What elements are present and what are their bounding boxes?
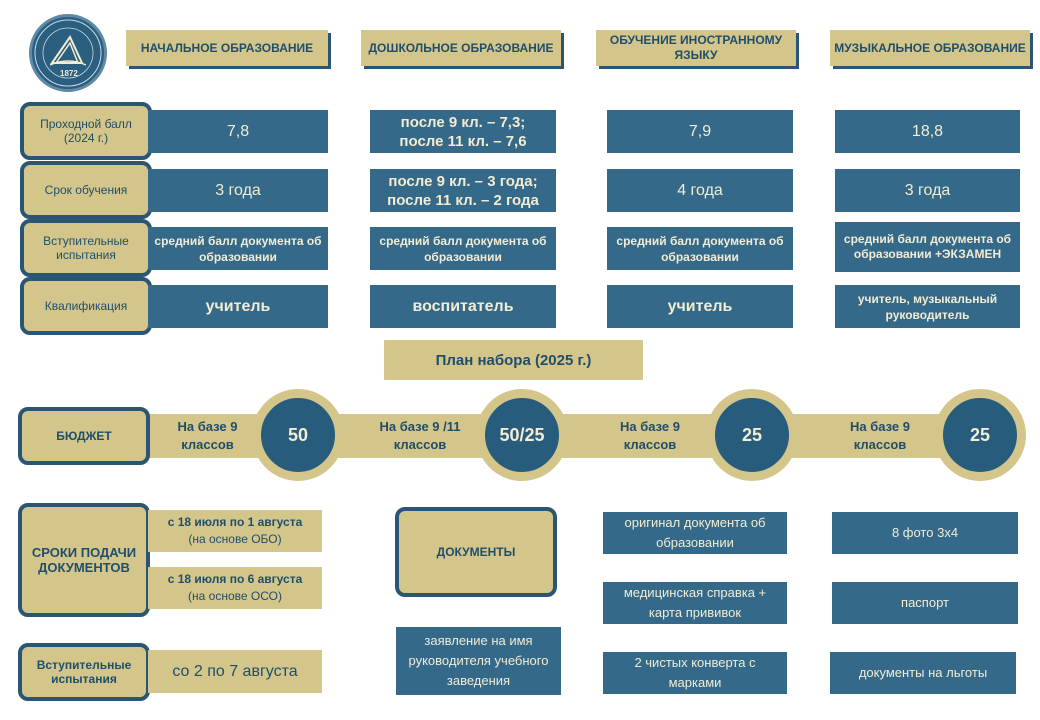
- budget-value-primary: 50: [252, 389, 344, 481]
- cell-music-passing-score: 18,8: [835, 110, 1020, 153]
- cell-primary-qualification: учитель: [148, 285, 328, 328]
- budget-value-preschool: 50/25: [476, 389, 568, 481]
- budget-basis-language: На базе 9 классов: [600, 414, 700, 458]
- row-label-entrance-exams: Вступительные испытания: [20, 219, 152, 277]
- cell-text: 4 года: [677, 181, 723, 199]
- budget-value-text: 25: [741, 424, 763, 445]
- cell-preschool-duration: после 9 кл. – 3 года; после 11 кл. – 2 г…: [370, 169, 556, 212]
- document-text: паспорт: [901, 595, 949, 610]
- row-label-text: Вступительные испытания: [43, 234, 129, 262]
- cell-text: средний балл документа об образовании: [379, 233, 547, 264]
- row-label-text: Срок обучения: [44, 183, 128, 197]
- budget-label-text: БЮДЖЕТ: [56, 429, 112, 443]
- cell-text: воспитатель: [412, 297, 514, 315]
- documents-label: ДОКУМЕНТЫ: [395, 507, 557, 597]
- cell-text: учитель: [205, 297, 271, 315]
- documents-label-text: ДОКУМЕНТЫ: [436, 545, 516, 559]
- cell-text: учитель: [667, 297, 733, 315]
- cell-primary-exams: средний балл документа об образовании: [148, 227, 328, 270]
- logo-emblem-icon: [34, 19, 102, 87]
- budget-value-music: 25: [934, 389, 1026, 481]
- budget-value-text: 50/25: [499, 424, 545, 445]
- cell-text: 18,8: [911, 122, 944, 140]
- header-music-education: МУЗЫКАЛЬНОЕ ОБРАЗОВАНИЕ: [830, 30, 1030, 66]
- deadline-note: (на основе ОБО): [188, 532, 282, 546]
- document-medical: медицинская справка + карта прививок: [603, 582, 787, 624]
- cell-music-qualification: учитель, музыкальный руководитель: [835, 285, 1020, 328]
- deadline-dates: с 18 июля по 6 августа: [167, 572, 303, 586]
- college-logo: 1872: [29, 14, 107, 92]
- logo-year: 1872: [60, 69, 78, 78]
- header-label: ДОШКОЛЬНОЕ ОБРАЗОВАНИЕ: [368, 40, 554, 55]
- basis-text: На базе 9 /11 классов: [379, 419, 461, 452]
- basis-text: На базе 9 классов: [619, 419, 680, 452]
- cell-text: 7,9: [688, 122, 712, 140]
- cell-text: средний балл документа об образовании +Э…: [843, 232, 1012, 261]
- cell-language-passing-score: 7,9: [607, 110, 793, 153]
- document-text: медицинская справка + карта прививок: [623, 585, 767, 620]
- document-education-original: оригинал документа об образовании: [603, 512, 787, 554]
- budget-value-language: 25: [706, 389, 798, 481]
- deadline-period-obo: с 18 июля по 1 августа (на основе ОБО): [148, 510, 322, 552]
- exams-label-text: Вступительные испытания: [36, 658, 132, 686]
- document-photos: 8 фото 3х4: [832, 512, 1018, 554]
- cell-preschool-qualification: воспитатель: [370, 285, 556, 328]
- cell-preschool-exams: средний балл документа об образовании: [370, 227, 556, 270]
- row-label-text: Квалификация: [44, 299, 128, 313]
- deadlines-label-text: СРОКИ ПОДАЧИ ДОКУМЕНТОВ: [31, 545, 137, 575]
- cell-text: средний балл документа об образовании: [154, 233, 322, 264]
- cell-text: средний балл документа об образовании: [616, 233, 784, 264]
- header-primary-education: НАЧАЛЬНОЕ ОБРАЗОВАНИЕ: [126, 30, 328, 66]
- header-label: НАЧАЛЬНОЕ ОБРАЗОВАНИЕ: [140, 40, 314, 55]
- cell-language-exams: средний балл документа об образовании: [607, 227, 793, 270]
- cell-primary-duration: 3 года: [148, 169, 328, 212]
- exams-label: Вступительные испытания: [18, 643, 150, 701]
- cell-language-duration: 4 года: [607, 169, 793, 212]
- exams-dates-text: со 2 по 7 августа: [172, 662, 298, 680]
- basis-text: На базе 9 классов: [177, 419, 238, 452]
- row-label-text: Проходной балл (2024 г.): [40, 117, 132, 145]
- cell-text: 7,8: [226, 122, 250, 140]
- header-label: МУЗЫКАЛЬНОЕ ОБРАЗОВАНИЕ: [834, 40, 1026, 55]
- exams-dates: со 2 по 7 августа: [148, 650, 322, 693]
- row-label-qualification: Квалификация: [20, 277, 152, 335]
- header-label: ОБУЧЕНИЕ ИНОСТРАННОМУ ЯЗЫКУ: [609, 33, 783, 62]
- cell-text: после 9 кл. – 3 года; после 11 кл. – 2 г…: [387, 172, 539, 209]
- row-label-passing-score: Проходной балл (2024 г.): [20, 102, 152, 160]
- document-passport: паспорт: [832, 582, 1018, 624]
- row-label-study-duration: Срок обучения: [20, 161, 152, 219]
- plan-title: План набора (2025 г.): [384, 340, 643, 380]
- budget-basis-music: На базе 9 классов: [830, 414, 930, 458]
- document-text: 8 фото 3х4: [891, 525, 959, 540]
- cell-text: учитель, музыкальный руководитель: [857, 291, 998, 322]
- document-application: заявление на имя руководителя учебного з…: [396, 627, 561, 695]
- budget-value-text: 25: [969, 424, 991, 445]
- budget-value-text: 50: [287, 424, 309, 445]
- document-text: документы на льготы: [858, 665, 988, 680]
- document-text: оригинал документа об образовании: [624, 515, 766, 550]
- header-preschool-education: ДОШКОЛЬНОЕ ОБРАЗОВАНИЕ: [361, 30, 561, 66]
- document-envelopes: 2 чистых конверта с марками: [603, 652, 787, 694]
- cell-text: 3 года: [215, 181, 261, 199]
- budget-basis-preschool: На базе 9 /11 классов: [365, 414, 475, 458]
- header-foreign-language: ОБУЧЕНИЕ ИНОСТРАННОМУ ЯЗЫКУ: [596, 30, 796, 66]
- deadline-note: (на основе ОСО): [188, 589, 282, 603]
- cell-music-duration: 3 года: [835, 169, 1020, 212]
- document-text: заявление на имя руководителя учебного з…: [408, 633, 549, 688]
- cell-text: после 9 кл. – 7,3; после 11 кл. – 7,6: [399, 113, 527, 150]
- document-benefits: документы на льготы: [830, 652, 1016, 694]
- cell-primary-passing-score: 7,8: [148, 110, 328, 153]
- document-text: 2 чистых конверта с марками: [634, 655, 756, 690]
- deadlines-label: СРОКИ ПОДАЧИ ДОКУМЕНТОВ: [18, 503, 150, 617]
- cell-preschool-passing-score: после 9 кл. – 7,3; после 11 кл. – 7,6: [370, 110, 556, 153]
- deadline-period-oso: с 18 июля по 6 августа (на основе ОСО): [148, 567, 322, 609]
- cell-music-exams: средний балл документа об образовании +Э…: [835, 222, 1020, 272]
- plan-title-text: План набора (2025 г.): [435, 351, 592, 369]
- budget-basis-primary: На базе 9 классов: [155, 414, 260, 458]
- cell-language-qualification: учитель: [607, 285, 793, 328]
- cell-text: 3 года: [904, 181, 951, 199]
- deadline-dates: с 18 июля по 1 августа: [167, 515, 303, 529]
- budget-label: БЮДЖЕТ: [18, 407, 150, 465]
- basis-text: На базе 9 классов: [849, 419, 910, 452]
